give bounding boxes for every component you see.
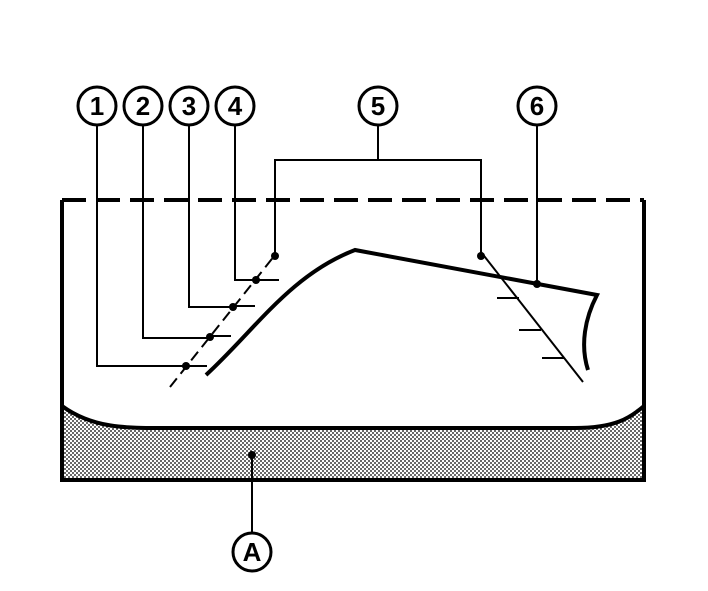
- vehicle-silhouette: [204, 247, 601, 377]
- svg-text:A: A: [243, 537, 262, 567]
- callout-6: 6: [516, 85, 558, 127]
- leader-dot-3: [229, 303, 237, 311]
- leader-4: [234, 125, 256, 281]
- svg-text:1: 1: [90, 91, 104, 121]
- leader-dot-5-left: [271, 252, 279, 260]
- leader-dot-5-right: [477, 252, 485, 260]
- callout-1: 1: [76, 85, 118, 127]
- callout-3: 3: [168, 85, 210, 127]
- callout-4: 4: [214, 85, 256, 127]
- svg-text:2: 2: [136, 91, 150, 121]
- bumper-area: [62, 406, 644, 480]
- leader-2: [142, 125, 210, 339]
- callout-5: 5: [357, 85, 399, 127]
- bumper-edge: [60, 404, 646, 431]
- leader-dot-6: [533, 280, 541, 288]
- leader-5: [274, 159, 482, 255]
- svg-text:6: 6: [530, 91, 544, 121]
- callout-A: A: [231, 531, 273, 573]
- leader-dot-2: [206, 333, 214, 341]
- leader-dot-4: [252, 276, 260, 284]
- svg-text:3: 3: [182, 91, 196, 121]
- right-guide-line: [480, 251, 584, 383]
- display-frame: [60, 200, 646, 482]
- callout-2: 2: [122, 85, 164, 127]
- svg-text:4: 4: [228, 91, 243, 121]
- svg-text:5: 5: [371, 91, 385, 121]
- leader-1: [96, 125, 186, 367]
- leader-dot-1: [182, 362, 190, 370]
- leader-3: [188, 125, 233, 308]
- leader-dot-A: [248, 451, 256, 459]
